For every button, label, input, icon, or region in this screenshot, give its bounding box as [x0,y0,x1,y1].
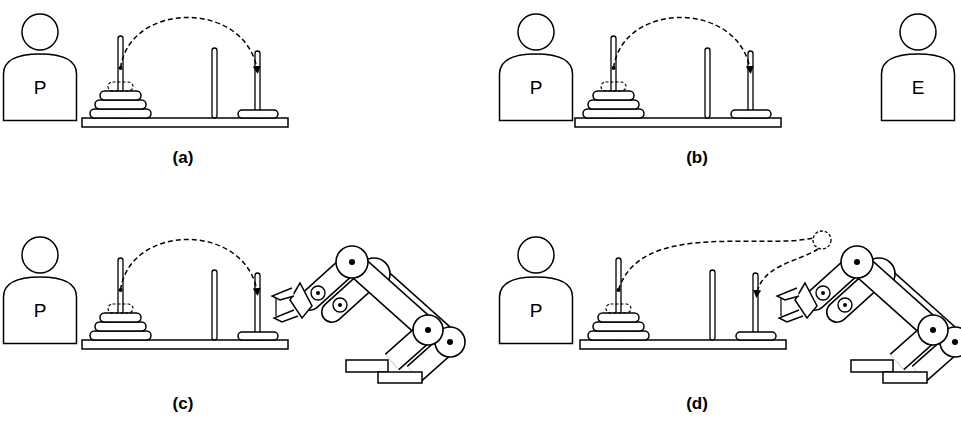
person-outline [2,235,78,345]
panel-caption: (b) [684,148,710,168]
person-letter: E [880,78,956,99]
person-outline [498,235,574,345]
panel-c-illustration [82,239,465,383]
person-letter: P [2,301,78,322]
person-outline [498,12,574,122]
person-outline [2,12,78,122]
person-figure: P [2,12,78,122]
panel-caption: (c) [171,394,196,414]
person-letter: P [498,301,574,322]
panel-caption: (a) [171,148,196,168]
person-figure: P [2,235,78,345]
person-figure: P [498,235,574,345]
person-figure: P [498,12,574,122]
panel-caption: (d) [684,394,710,414]
person-letter: P [2,78,78,99]
person-letter: P [498,78,574,99]
panel-a-illustration [82,17,288,127]
panel-b-illustration [575,17,781,127]
panel-d-illustration [580,231,961,383]
person-outline [880,12,956,122]
person-figure: E [880,12,956,122]
